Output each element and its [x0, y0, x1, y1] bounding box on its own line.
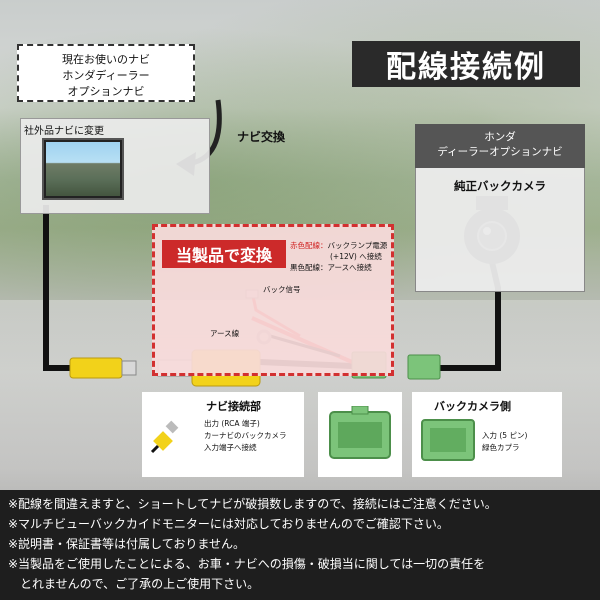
- caution-notes: ※配線を間違えますと、ショートしてナビが破損数しますので、接続にはご注意ください…: [0, 490, 600, 600]
- nav-cable: [43, 205, 70, 371]
- nav-rca-tip: [121, 360, 137, 376]
- honda-header-line-1: ホンダ: [484, 131, 516, 143]
- current-nav-line-1: 現在お使いのナビ: [62, 53, 150, 66]
- caution-line-3: ※説明書・保証書等は付属しておりません。: [8, 537, 245, 551]
- honda-nav-header: ホンダ ディーラーオプションナビ: [415, 124, 585, 168]
- red-wire-note: 赤色配線：バックランプ電源: [290, 240, 400, 251]
- caution-line-2: ※マルチビューバックカイドモニターには対応しておりませんのでご確認下さい。: [8, 517, 449, 531]
- camera-side-title: バックカメラ側: [434, 400, 511, 413]
- camera-side-line-1: 入力 (5 ピン): [482, 431, 528, 440]
- black-wire-label: 黒色配線：: [290, 263, 328, 272]
- swap-label: ナビ交換: [237, 130, 286, 144]
- nav-connection-text: 出力 (RCA 端子) カーナビのバックカメラ 入力端子へ接続: [204, 418, 287, 454]
- earth-wire-label: アース線: [210, 329, 240, 338]
- nav-connection-line-3: 入力端子へ接続: [204, 443, 257, 452]
- red-wire-desc-2: (+12V) へ接続: [330, 252, 382, 261]
- camera-coupler-icon: [421, 419, 475, 461]
- camera-green-coupler: [407, 354, 441, 380]
- current-nav-line-2: ホンダディーラー: [62, 69, 150, 82]
- nav-connection-line-2: カーナビのバックカメラ: [204, 431, 287, 440]
- camera-side-line-2: 緑色カプラ: [482, 443, 520, 452]
- rca-plug-icon: [150, 420, 179, 454]
- current-nav-box: 現在お使いのナビ ホンダディーラー オプションナビ: [17, 44, 195, 102]
- nav-screen-image: [46, 142, 120, 196]
- green-coupler-icon: [329, 406, 391, 459]
- caution-line-5: とれませんので、ご了承の上ご使用下さい。: [8, 577, 260, 591]
- nav-connection-title: ナビ接続部: [206, 400, 261, 413]
- aftermarket-nav-label: 社外品ナビに変更: [24, 126, 104, 137]
- black-wire-note: 黒色配線：アースへ接続: [290, 262, 400, 273]
- camera-side-panel: バックカメラ側 入力 (5 ピン) 緑色カプラ: [412, 392, 562, 477]
- nav-rca-plug: [69, 357, 123, 379]
- camera-side-text: 入力 (5 ピン) 緑色カプラ: [482, 430, 527, 454]
- current-nav-line-3: オプションナビ: [67, 85, 145, 98]
- product-banner: 当製品で変換: [162, 240, 286, 268]
- caution-line-1: ※配線を間違えますと、ショートしてナビが破損数しますので、接続にはご注意ください…: [8, 497, 497, 511]
- page-title: 配線接続例: [352, 41, 580, 87]
- honda-header-line-2: ディーラーオプションナビ: [437, 146, 563, 158]
- back-signal-label: バック信号: [263, 285, 301, 294]
- red-wire-desc-1: バックランプ電源: [327, 241, 388, 250]
- caution-line-4: ※当製品をご使用したことによる、お車・ナビへの損傷・破損当に関しては一切の責任を: [8, 557, 486, 571]
- nav-connection-line-1: 出力 (RCA 端子): [204, 419, 260, 428]
- black-wire-desc: アースへ接続: [327, 263, 372, 272]
- camera-label: 純正バックカメラ: [454, 179, 546, 193]
- nav-connection-panel: ナビ接続部 出力 (RCA 端子) カーナビのバックカメラ 入力端子へ接続: [142, 392, 304, 477]
- red-wire-label: 赤色配線：: [290, 241, 328, 250]
- coupler-panel: [318, 392, 402, 477]
- wiring-notes: 赤色配線：バックランプ電源 (+12V) へ接続 黒色配線：アースへ接続: [290, 240, 400, 273]
